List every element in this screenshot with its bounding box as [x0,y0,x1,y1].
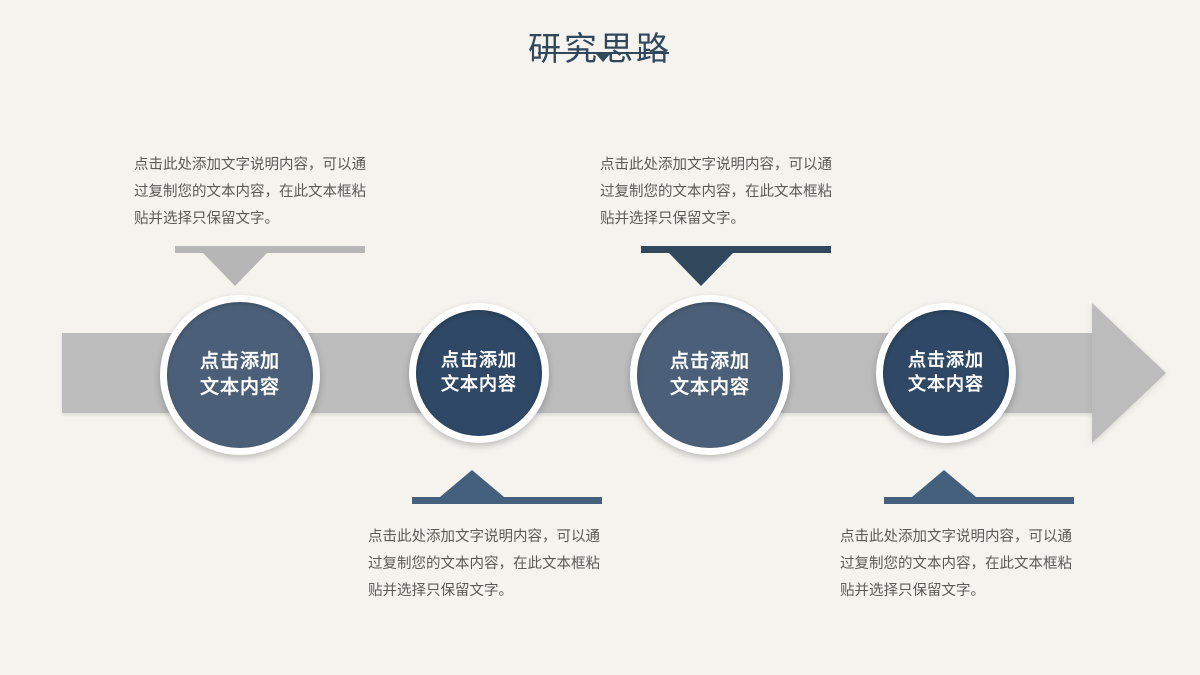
page-title: 研究思路 [0,28,1200,69]
process-node-1-disc: 点击添加 文本内容 [167,302,313,448]
callout-pointer-1-bar [175,246,365,253]
process-node-3[interactable]: 点击添加 文本内容 [630,295,790,455]
callout-pointer-4-bar [884,497,1074,504]
callout-pointer-3-triangle [440,470,504,497]
callout-pointer-2-triangle [669,253,733,286]
title-underline [538,52,669,54]
process-node-1-label: 点击添加 文本内容 [199,350,280,398]
process-node-2[interactable]: 点击添加 文本内容 [409,303,549,443]
process-node-2-disc: 点击添加 文本内容 [416,310,542,436]
process-node-2-label: 点击添加 文本内容 [441,349,517,395]
callout-pointer-1-triangle [203,253,267,286]
process-node-3-disc: 点击添加 文本内容 [637,302,783,448]
title-caret-icon [596,54,610,62]
callout-text-4[interactable]: 点击此处添加文字说明内容，可以通过复制您的文本内容，在此文本框粘贴并选择只保留文… [840,529,1072,599]
callout-text-3[interactable]: 点击此处添加文字说明内容，可以通过复制您的文本内容，在此文本框粘贴并选择只保留文… [368,529,600,599]
process-arrow-head-icon [1092,303,1166,443]
callout-pointer-4-triangle [912,470,976,497]
callout-text-2[interactable]: 点击此处添加文字说明内容，可以通过复制您的文本内容，在此文本框粘贴并选择只保留文… [600,157,832,227]
process-node-4[interactable]: 点击添加 文本内容 [876,303,1016,443]
callout-pointer-3-bar [412,497,602,504]
process-node-4-disc: 点击添加 文本内容 [883,310,1009,436]
callout-pointer-2-bar [641,246,831,253]
process-node-4-label: 点击添加 文本内容 [908,349,984,395]
process-node-1[interactable]: 点击添加 文本内容 [160,295,320,455]
callout-text-1[interactable]: 点击此处添加文字说明内容，可以通过复制您的文本内容，在此文本框粘贴并选择只保留文… [134,157,366,227]
process-node-3-label: 点击添加 文本内容 [669,350,750,398]
page-title-text: 研究思路 [528,29,672,68]
